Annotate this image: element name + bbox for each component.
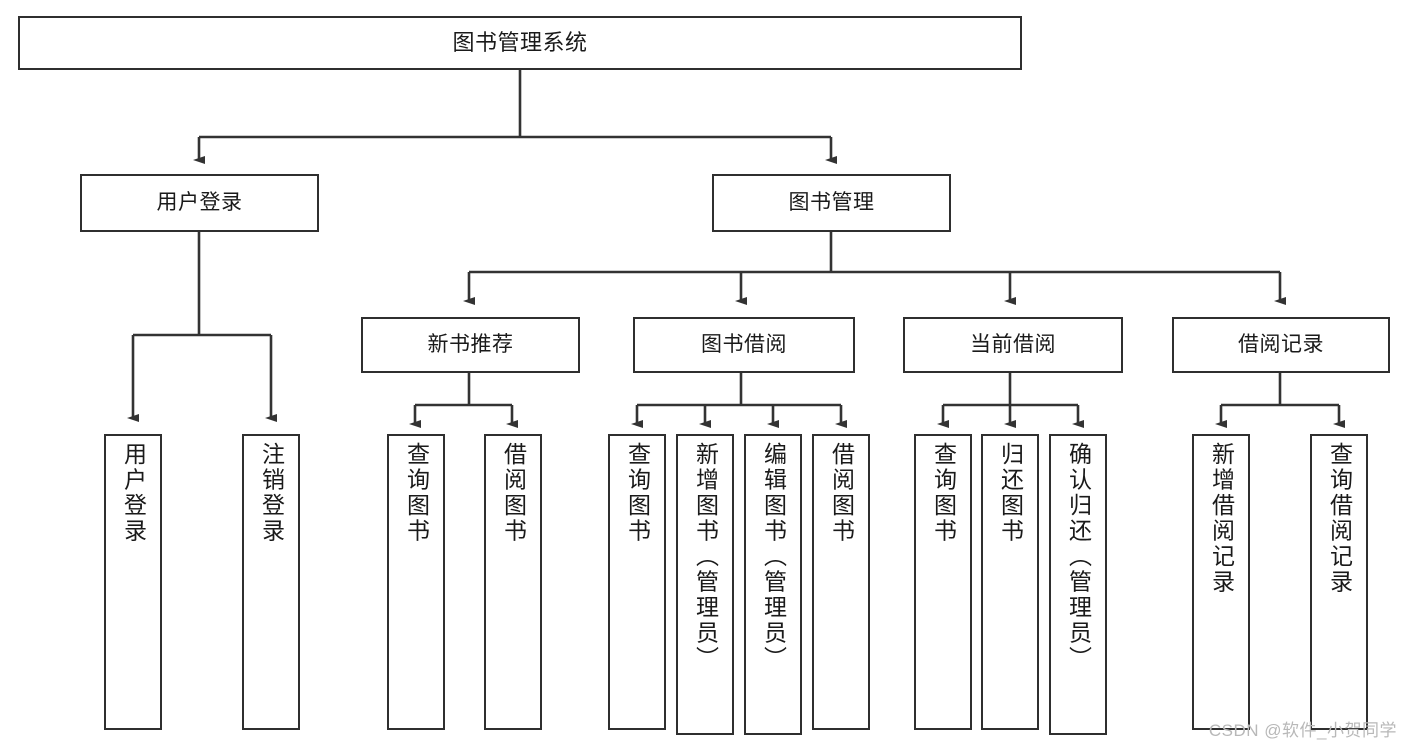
node-label: 新增图书（管理员）: [692, 442, 719, 672]
node-book-management[interactable]: 图书管理: [712, 174, 951, 232]
node-current-borrow[interactable]: 当前借阅: [903, 317, 1123, 373]
node-label: 查询借阅记录: [1326, 442, 1353, 595]
node-label: 图书管理系统: [452, 29, 588, 55]
leaf-book-borrow-query[interactable]: 查询图书: [608, 434, 666, 730]
node-label: 借阅记录: [1238, 333, 1324, 357]
leaf-user-login-signin[interactable]: 用户登录: [104, 434, 162, 730]
node-borrow-record[interactable]: 借阅记录: [1172, 317, 1390, 373]
node-label: 图书管理: [788, 191, 875, 215]
node-label: 查询图书: [403, 442, 430, 544]
leaf-current-borrow-confirm[interactable]: 确认归还（管理员）: [1049, 434, 1107, 735]
node-label: 确认归还（管理员）: [1065, 442, 1092, 672]
leaf-user-login-signout[interactable]: 注销登录: [242, 434, 300, 730]
node-label: 当前借阅: [970, 333, 1056, 357]
node-label: 新增借阅记录: [1208, 442, 1235, 595]
leaf-new-book-query[interactable]: 查询图书: [387, 434, 445, 730]
node-label: 图书借阅: [701, 333, 787, 357]
node-label: 注销登录: [258, 442, 285, 544]
node-book-borrow[interactable]: 图书借阅: [633, 317, 855, 373]
node-label: 用户登录: [120, 442, 147, 544]
node-label: 查询图书: [930, 442, 957, 544]
leaf-current-borrow-query[interactable]: 查询图书: [914, 434, 972, 730]
node-user-login[interactable]: 用户登录: [80, 174, 319, 232]
node-label: 查询图书: [624, 442, 651, 544]
node-label: 归还图书: [997, 442, 1024, 544]
node-new-book-recommend[interactable]: 新书推荐: [361, 317, 580, 373]
leaf-book-borrow-lend[interactable]: 借阅图书: [812, 434, 870, 730]
leaf-current-borrow-return[interactable]: 归还图书: [981, 434, 1039, 730]
leaf-book-borrow-edit[interactable]: 编辑图书（管理员）: [744, 434, 802, 735]
node-root-system[interactable]: 图书管理系统: [18, 16, 1022, 70]
leaf-new-book-borrow[interactable]: 借阅图书: [484, 434, 542, 730]
node-label: 用户登录: [156, 191, 243, 215]
csdn-watermark: CSDN @软件_小贺同学: [1208, 721, 1397, 740]
node-label: 借阅图书: [828, 442, 855, 544]
node-label: 编辑图书（管理员）: [760, 442, 787, 672]
leaf-book-borrow-add[interactable]: 新增图书（管理员）: [676, 434, 734, 735]
leaf-borrow-record-query[interactable]: 查询借阅记录: [1310, 434, 1368, 730]
node-label: 借阅图书: [500, 442, 527, 544]
leaf-borrow-record-add[interactable]: 新增借阅记录: [1192, 434, 1250, 730]
node-label: 新书推荐: [427, 333, 514, 357]
